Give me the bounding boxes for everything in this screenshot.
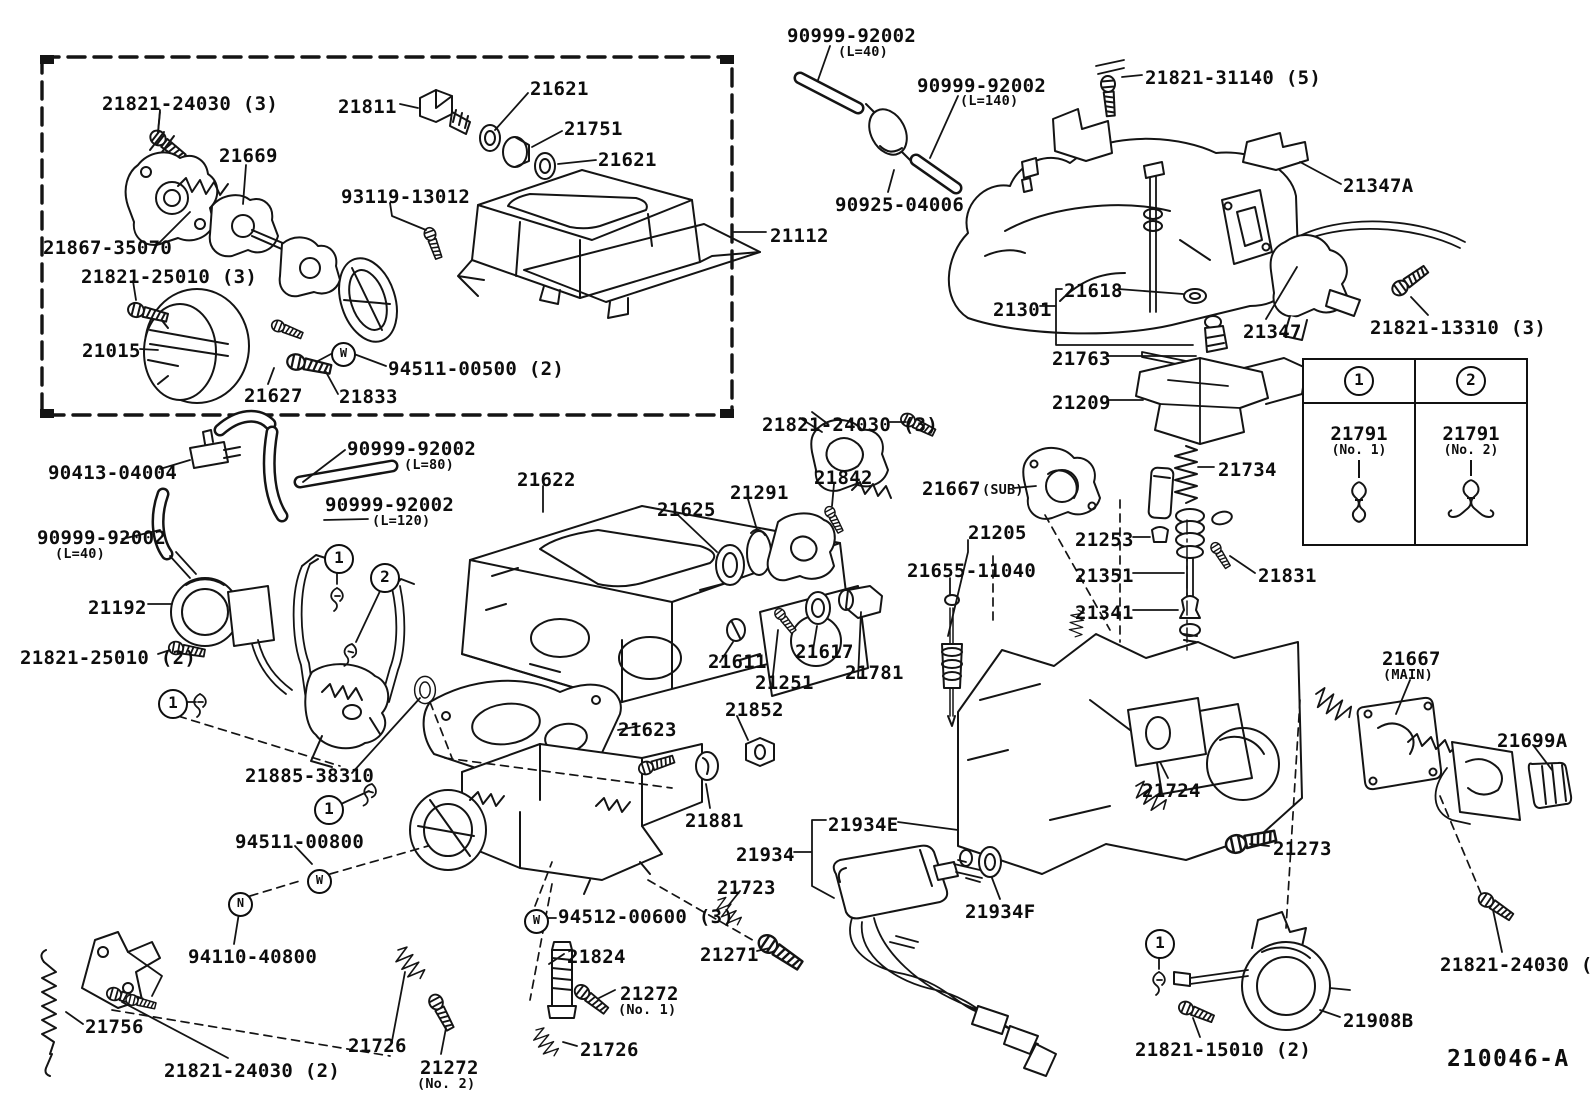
solenoid-21934-art	[832, 844, 1057, 1077]
hose-art	[151, 409, 399, 579]
leader-lines	[65, 45, 1553, 1059]
dashed-lines	[111, 499, 1483, 1057]
engine-block-art	[957, 608, 1356, 875]
small-seals-art	[695, 504, 883, 781]
part-note: (No. 2)	[1443, 442, 1499, 458]
main-diaphragm-21667-art	[1356, 696, 1573, 924]
variant-col-1-header: 1	[1304, 360, 1416, 402]
variant-table: 1 2 21791 (No. 1) 21791 (No. 2)	[1302, 358, 1528, 546]
clip-no2-icon	[1447, 459, 1495, 518]
clip-no1-icon	[1351, 459, 1367, 523]
detail-box-21112	[40, 55, 734, 418]
diaphragm-21908b-art	[1173, 911, 1351, 1031]
variant-table-header: 1 2	[1304, 360, 1526, 404]
variant-col-2-header: 2	[1416, 360, 1526, 402]
sub-diaphragm-21667-art	[799, 410, 1101, 520]
dash-dot-lines	[957, 519, 1188, 847]
variant-cell-2: 21791 (No. 2)	[1416, 404, 1526, 544]
slow-jet-21205-art	[941, 594, 963, 727]
variant-table-body: 21791 (No. 1) 21791 (No. 2)	[1304, 404, 1526, 544]
dashpot-assembly-art	[124, 89, 761, 404]
linkage-rods-art	[292, 554, 415, 768]
carburetor-body-21622-art	[461, 505, 869, 703]
power-piston-art	[1147, 445, 1233, 643]
intake-manifold-art	[793, 59, 1466, 353]
part-number: 21791	[1330, 422, 1388, 445]
callout-1: 1	[1344, 366, 1374, 396]
part-number: 21791	[1442, 422, 1500, 445]
bracket-94110-art	[40, 931, 163, 1077]
bottom-screws-art	[390, 894, 806, 1061]
insulator-21209-art	[1135, 351, 1307, 445]
lower-body-art	[409, 743, 703, 895]
part-note: (No. 1)	[1331, 442, 1387, 458]
variant-cell-1: 21791 (No. 1)	[1304, 404, 1416, 544]
callout-2: 2	[1456, 366, 1486, 396]
diaphragm-21192-art	[166, 577, 293, 695]
